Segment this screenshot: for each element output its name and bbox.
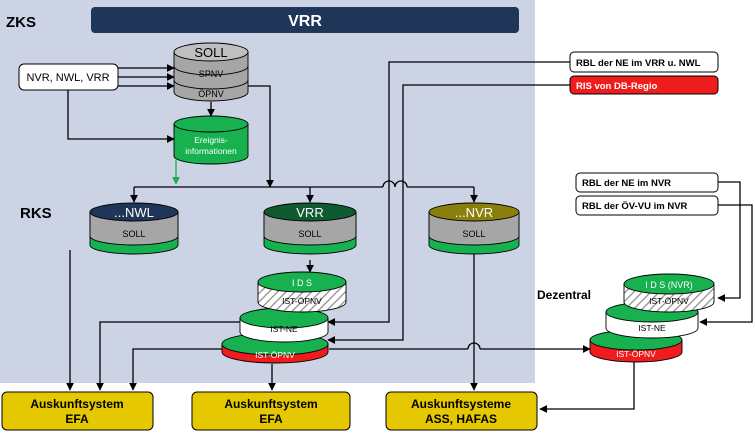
nwl-database: ...NWL SOLL: [89, 202, 179, 255]
ereignis-line1: Ereignis-: [194, 135, 228, 145]
nvr-ist-oepnv-hatched: IST-ÖPNV: [649, 296, 689, 306]
ereignis-database: Ereignis- informationen: [173, 115, 249, 165]
output-ass-line2: ASS, HAFAS: [425, 412, 497, 426]
vrr-db-soll: SOLL: [298, 229, 321, 239]
source-box-nvr-nwl-vrr: [18, 63, 119, 91]
nvr-ids-title: I D S (NVR): [645, 280, 693, 290]
output-efa-2-line2: EFA: [259, 412, 283, 426]
source-box-rbl-vrr-nwl: [569, 51, 719, 73]
nvr-ist-ne: IST-NE: [638, 323, 666, 333]
soll-spnv: SPNV: [199, 69, 224, 79]
output-efa-1-line1: Auskunftsystem: [30, 397, 123, 411]
nwl-soll: SOLL: [122, 229, 145, 239]
vrr-ist-oepnv-red: IST-ÖPNV: [255, 350, 295, 360]
output-ass-line1: Auskunftsysteme: [411, 397, 511, 411]
dezentral-label: Dezentral: [537, 288, 591, 302]
vrr-ids-stack: I D S IST-ÖPNV IST-NE IST-ÖPNV: [221, 271, 347, 364]
source-box-rbl-oevvu-nvr: [575, 195, 719, 216]
nvr-ids-stack: I D S (NVR) IST-ÖPNV IST-NE IST-ÖPNV: [589, 273, 715, 363]
nvr-ist-oepnv-red: IST-ÖPNV: [616, 349, 656, 359]
vrr-database: VRR SOLL: [263, 202, 357, 255]
output-efa-2-line1: Auskunftsystem: [224, 397, 317, 411]
output-efa-1-line2: EFA: [65, 412, 89, 426]
source-rbl-vrr-nwl-label: RBL der NE im VRR u. NWL: [576, 58, 701, 69]
vrr-ids-title: I D S: [292, 278, 312, 288]
soll-oepnv: ÖPNV: [198, 89, 224, 99]
output-efa-1: Auskunftsystem EFA: [1, 391, 154, 431]
vrr-db-title: VRR: [296, 205, 323, 220]
rks-label: RKS: [20, 205, 52, 222]
vrr-header-bar: [91, 7, 519, 33]
source-rbl-ne-nvr-label: RBL der NE im NVR: [582, 178, 671, 189]
nvr-db-title: ...NVR: [455, 205, 493, 220]
source-ris-db-label: RIS von DB-Regio: [576, 81, 657, 92]
vrr-header-title: VRR: [288, 13, 322, 30]
vrr-ist-oepnv-hatched: IST-ÖPNV: [282, 296, 322, 306]
source-nvr-nwl-vrr-label: NVR, NWL, VRR: [26, 72, 109, 84]
nvr-database: ...NVR SOLL: [428, 202, 520, 255]
source-rbl-oevvu-nvr-label: RBL der ÖV-VU im NVR: [582, 201, 688, 212]
nvr-db-soll: SOLL: [462, 229, 485, 239]
zks-label: ZKS: [6, 14, 36, 31]
output-ass-hafas: Auskunftsysteme ASS, HAFAS: [385, 391, 538, 431]
connections: [66, 61, 753, 413]
soll-database: SOLL SPNV ÖPNV: [173, 42, 249, 102]
source-box-rbl-ne-nvr: [575, 172, 719, 193]
vrr-ist-ne: IST-NE: [270, 324, 298, 334]
ereignis-line2: informationen: [185, 146, 237, 156]
soll-title: SOLL: [194, 45, 227, 60]
source-box-ris-db: [569, 75, 719, 95]
nwl-title: ...NWL: [114, 205, 154, 220]
output-efa-2: Auskunftsystem EFA: [191, 391, 351, 431]
